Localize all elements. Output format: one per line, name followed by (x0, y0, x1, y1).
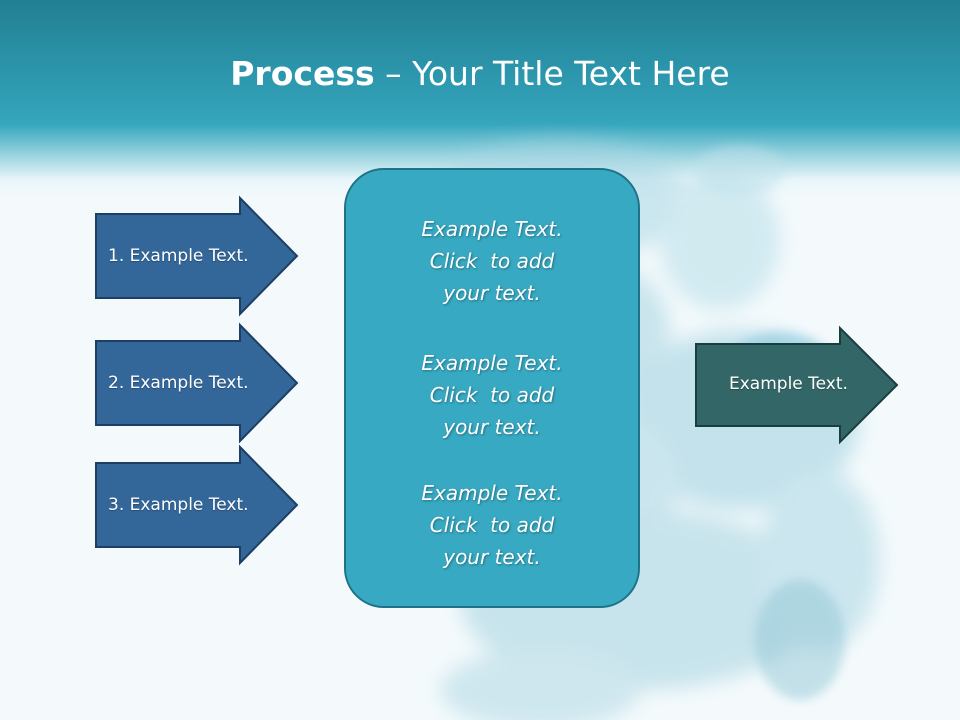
right-arrow[interactable] (695, 325, 899, 445)
title-bold-part: Process (230, 54, 375, 93)
left-arrow-3-label: 3. Example Text. (108, 495, 249, 515)
center-block-1-line-2: Click to add (429, 249, 555, 273)
center-block-2-line-2: Click to add (429, 383, 555, 407)
left-arrow-2-label: 2. Example Text. (108, 373, 249, 393)
center-text-box[interactable] (344, 168, 640, 608)
center-block-1-line-1: Example Text. (421, 217, 563, 241)
center-text-block-1: Example Text. Click to add your text. (344, 213, 640, 309)
left-arrow-1[interactable] (95, 195, 299, 317)
left-arrow-3[interactable] (95, 444, 299, 566)
center-block-3-line-2: Click to add (429, 513, 555, 537)
center-block-3-line-3: your text. (443, 545, 541, 569)
title-rest-part: – Your Title Text Here (374, 54, 730, 93)
center-text-block-2: Example Text. Click to add your text. (344, 347, 640, 443)
center-block-1-line-3: your text. (443, 281, 541, 305)
center-block-2-line-1: Example Text. (421, 351, 563, 375)
left-arrow-2[interactable] (95, 322, 299, 444)
slide-title: Process – Your Title Text Here (0, 52, 960, 96)
center-text-block-3: Example Text. Click to add your text. (344, 477, 640, 573)
right-arrow-label: Example Text. (729, 374, 848, 394)
center-block-2-line-3: your text. (443, 415, 541, 439)
center-block-3-line-1: Example Text. (421, 481, 563, 505)
left-arrow-1-label: 1. Example Text. (108, 246, 249, 266)
